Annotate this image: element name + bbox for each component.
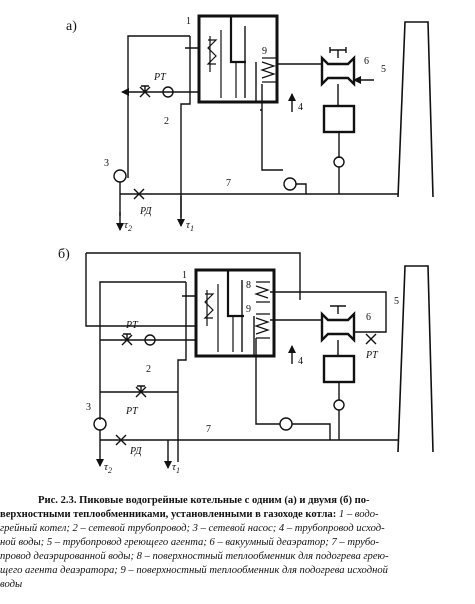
source-water-line-b — [255, 338, 331, 440]
vacuum-deaerator-6-b — [320, 311, 356, 343]
num-6-b: 6 — [366, 312, 371, 323]
caption-line-4: ной воды; 5 – трубопровод греющего агент… — [0, 537, 379, 548]
valve-rt-a — [139, 85, 151, 98]
rt-label-a: РТ — [153, 72, 167, 83]
furnace-coil-a — [206, 36, 218, 72]
chimney-a — [397, 21, 434, 198]
boiler-gas-path-b — [241, 280, 255, 356]
pipe-2-lower-b — [177, 282, 187, 462]
num-9-a: 9 — [262, 46, 267, 57]
hx8-pipe-b — [270, 291, 387, 318]
coil-left-b — [217, 284, 234, 352]
furnace-coil-b — [203, 290, 215, 326]
figure-caption: Рис. 2.3. Пиковые водогрейные котельные … — [0, 494, 475, 592]
num-8-b: 8 — [246, 280, 251, 291]
valve-rd-a — [133, 188, 145, 200]
pipe-2-lower-a — [180, 36, 191, 218]
heat-exchanger-8-b — [254, 281, 270, 303]
heat-exchanger-9-a — [260, 57, 276, 83]
caption-line-7: воды — [0, 579, 23, 590]
source-water-line-a — [260, 84, 307, 194]
valve-rt3-b — [365, 333, 377, 345]
deaerator-top-a — [329, 47, 347, 58]
outer-loop-b — [85, 252, 301, 327]
panel-label-b: б) — [58, 247, 70, 262]
panel-label-a: а) — [66, 19, 77, 34]
heat-exchanger-9-b — [254, 313, 270, 339]
valve-rt-lower-b — [135, 385, 147, 398]
diagram-b: б) РТ РТ РД — [58, 247, 434, 475]
valve-rt-b — [121, 333, 133, 346]
num-9-b: 9 — [246, 304, 251, 315]
pump-source-b — [279, 417, 293, 431]
vacuum-deaerator-6-a — [320, 55, 356, 87]
coil-left-a — [220, 30, 237, 98]
num-2-a: 2 — [164, 116, 169, 127]
num-4-b: 4 — [298, 356, 303, 367]
pump-under-tank-a — [333, 156, 345, 168]
chimney-b — [397, 265, 434, 453]
tau1-label-a: τ1 — [186, 219, 194, 233]
num-7-b: 7 — [206, 424, 211, 435]
boiler-divider-b — [226, 270, 244, 318]
network-pump-3-a — [113, 169, 127, 183]
rd-label-a: РД — [139, 206, 152, 217]
num-3-a: 3 — [104, 158, 109, 169]
caption-line-3: грейный котел; 2 – сетевой трубопровод; … — [0, 523, 385, 534]
valve-rd-b — [115, 434, 127, 446]
caption-line-6: щего агента деаэратора; 9 – поверхностны… — [0, 565, 388, 576]
boiler-1-b — [194, 268, 276, 358]
boiler-1-a — [197, 14, 279, 104]
rt2-label-b: РТ — [125, 406, 139, 417]
tau2-label-b: τ2 — [104, 461, 112, 475]
deaerator-top-b — [330, 305, 346, 314]
heating-agent-5-b — [354, 318, 387, 333]
num-1-b: 1 — [182, 270, 187, 281]
network-pipeline-2-b — [99, 281, 196, 420]
caption-line-5: провод деаэрированной воды; 8 – поверхно… — [0, 551, 389, 562]
caption-line-2: верхностными теплообменниками, установле… — [0, 509, 379, 520]
network-pipeline-2-a — [127, 35, 200, 178]
tau1-label-b: τ1 — [172, 461, 180, 475]
boiler-divider-a — [229, 16, 246, 64]
pump-source-a — [283, 177, 297, 191]
num-5-a: 5 — [381, 64, 386, 75]
num-2-b: 2 — [146, 364, 151, 375]
num-6-a: 6 — [364, 56, 369, 67]
pump-b-branch — [144, 334, 156, 346]
num-4-a: 4 — [298, 102, 303, 113]
num-7-a: 7 — [226, 178, 231, 189]
tank-a — [322, 104, 356, 134]
num-5-b: 5 — [394, 296, 399, 307]
rd-label-b: РД — [129, 446, 142, 457]
num-1-a: 1 — [186, 16, 191, 27]
boiler-gas-path-a — [244, 26, 257, 102]
diagram-a: а) РТ РД — [66, 14, 434, 233]
rt3-label-b: РТ — [365, 350, 379, 361]
caption-title-line-1: Рис. 2.3. Пиковые водогрейные котельные … — [38, 495, 370, 506]
rt-label-b: РТ — [125, 320, 139, 331]
tau2-label-a: τ2 — [124, 219, 132, 233]
pump-under-tank-b — [333, 399, 345, 411]
pump-a-branch — [162, 86, 174, 98]
tank-b — [322, 354, 356, 384]
num-3-b: 3 — [86, 402, 91, 413]
